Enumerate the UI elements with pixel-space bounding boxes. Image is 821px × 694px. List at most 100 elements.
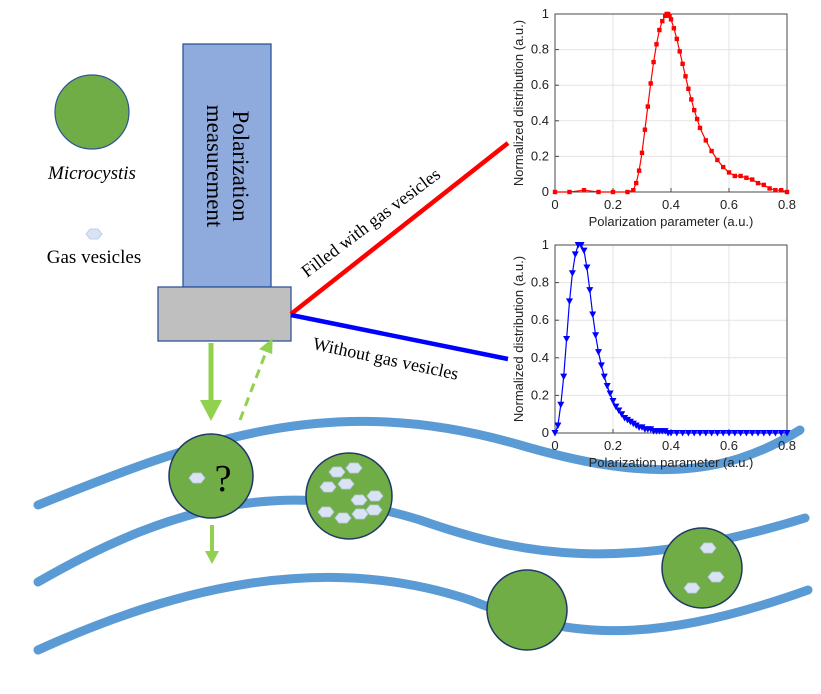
y-tick-label: 0 [542, 184, 549, 199]
data-point [612, 403, 620, 411]
data-point [680, 61, 685, 67]
gas-vesicle [319, 481, 337, 493]
x-tick-label: 0.4 [662, 438, 680, 453]
microcystis-legend-cell [54, 74, 130, 150]
data-point [624, 416, 631, 424]
data-point [715, 157, 720, 163]
data-point [713, 430, 721, 437]
data-point [597, 362, 605, 369]
data-point [686, 86, 691, 91]
y-tick-label: 0.2 [531, 387, 549, 402]
data-point [552, 189, 558, 195]
unknown-cell [168, 433, 254, 519]
data-point [631, 188, 636, 193]
x-tick-label: 0.4 [662, 197, 680, 212]
instrument-title-line1: Polarization [228, 110, 253, 222]
data-point [697, 125, 703, 131]
gas-vesicle [351, 508, 369, 520]
data-point [668, 17, 674, 22]
data-point [692, 107, 697, 113]
instrument-title: Polarization measurement [202, 105, 253, 228]
data-point [689, 97, 694, 102]
gas-vesicle [365, 504, 383, 516]
microcystis-legend-label: Microcystis [47, 163, 136, 184]
data-point [636, 168, 642, 173]
data-point [771, 430, 779, 437]
x-tick-label: 0.8 [778, 197, 796, 212]
data-point [618, 411, 626, 418]
data-point [738, 173, 743, 179]
data-point [596, 189, 601, 195]
instrument-title-line2: measurement [202, 105, 227, 228]
y-tick-label: 0.6 [531, 77, 549, 92]
data-point [647, 426, 655, 433]
data-point [748, 430, 756, 437]
data-point [648, 81, 653, 86]
gas-vesicle [345, 462, 363, 474]
data-point [684, 430, 692, 437]
data-point [645, 104, 650, 109]
data-point [568, 270, 576, 277]
return-arrow-head [259, 338, 273, 354]
data-point [639, 150, 645, 156]
data-point [626, 418, 634, 426]
data-point [580, 247, 588, 255]
sensor-head [157, 286, 292, 342]
data-point [696, 430, 704, 437]
data-point [679, 430, 687, 437]
data-point [754, 430, 762, 437]
data-point [779, 188, 784, 193]
data-point [554, 422, 562, 429]
data-point [589, 311, 597, 319]
x-axis-label: Polarization parameter (a.u.) [589, 214, 754, 229]
x-tick-label: 0.2 [604, 197, 622, 212]
data-point [674, 36, 679, 42]
unknown-cell-vesicle [188, 472, 206, 484]
data-point [694, 116, 700, 122]
y-tick-label: 0.4 [531, 350, 549, 365]
data-point [581, 188, 587, 193]
cell-with-few-vesicles [661, 527, 743, 609]
data-point [557, 401, 565, 409]
data-point [577, 242, 585, 249]
data-point [632, 422, 640, 429]
channel-top-curve [33, 416, 805, 510]
polarization-instrument-body [182, 43, 272, 288]
unknown-cell-symbol: ? [215, 458, 232, 500]
y-tick-label: 0 [542, 425, 549, 440]
data-point [677, 49, 682, 54]
x-tick-label: 0 [551, 197, 558, 212]
data-point [642, 127, 648, 132]
data-point [634, 180, 639, 186]
gas-vesicle [328, 466, 346, 478]
data-point [731, 430, 739, 437]
without-branch-label: Without gas vesicles [311, 333, 460, 383]
channel-bottom-curve [33, 572, 813, 655]
data-point [610, 189, 616, 195]
data-point [571, 251, 579, 258]
gas-vesicle [317, 506, 335, 518]
data-point [783, 430, 791, 437]
data-point [742, 430, 750, 437]
y-axis-label: Normalized distribution (a.u.) [511, 256, 526, 422]
data-point [760, 430, 768, 437]
data-point [566, 298, 573, 305]
data-point [654, 42, 659, 47]
x-tick-label: 0 [551, 438, 558, 453]
data-point [629, 420, 637, 428]
data-point [586, 287, 594, 294]
data-point [683, 74, 688, 79]
y-tick-label: 0.8 [531, 42, 549, 57]
data-point [600, 373, 608, 381]
data-point [773, 188, 778, 193]
gas-vesicle [337, 478, 355, 490]
x-tick-label: 0.6 [720, 438, 738, 453]
return-arrow-shaft [238, 351, 268, 421]
data-point [703, 138, 708, 143]
data-point [719, 430, 727, 437]
gas-vesicle [699, 542, 717, 554]
x-axis-label: Polarization parameter (a.u.) [589, 455, 754, 470]
data-point [667, 430, 675, 437]
